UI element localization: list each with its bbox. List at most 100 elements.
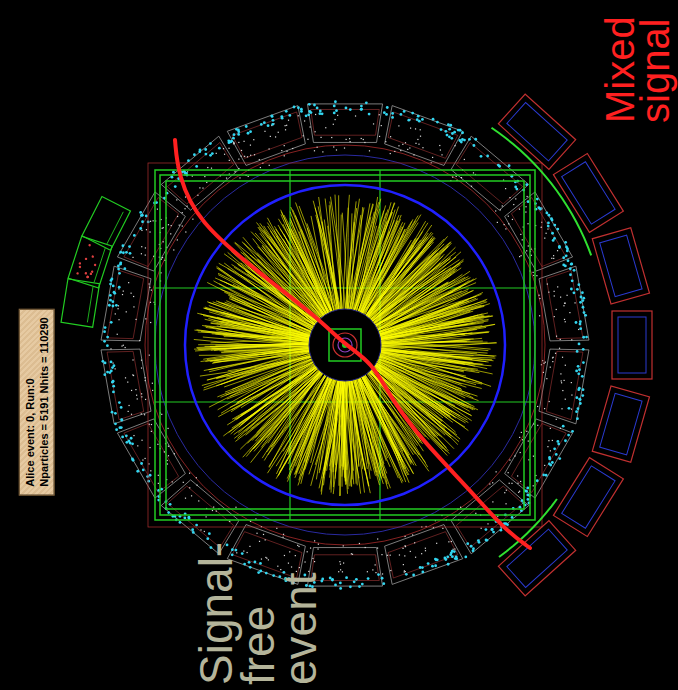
hit <box>288 120 289 121</box>
calo-inner <box>562 466 615 528</box>
signal-path <box>175 140 530 548</box>
hit <box>427 562 430 565</box>
hit <box>303 135 304 136</box>
track <box>372 258 439 324</box>
hit <box>111 366 114 369</box>
hit <box>122 294 123 295</box>
hit <box>577 372 580 375</box>
info-text: Alice event: 0, Run:0 <box>23 317 37 486</box>
hit <box>372 569 373 570</box>
hit <box>308 103 311 106</box>
hit <box>164 451 165 452</box>
hit <box>582 388 585 391</box>
hit <box>466 542 469 545</box>
hit <box>381 554 382 555</box>
hit <box>404 555 405 556</box>
hit <box>417 115 420 118</box>
hit <box>432 118 435 121</box>
track <box>373 365 451 415</box>
hit <box>145 377 146 378</box>
hit <box>141 246 142 247</box>
hit <box>577 365 580 368</box>
hit <box>276 528 277 529</box>
hit <box>204 153 207 156</box>
hit <box>339 561 340 562</box>
hit <box>515 198 516 199</box>
track <box>374 259 463 328</box>
hit <box>298 115 299 116</box>
track <box>271 374 328 447</box>
hit <box>112 391 115 394</box>
hit <box>446 555 449 558</box>
hit <box>440 128 443 131</box>
hit <box>317 548 318 549</box>
phos-outline <box>61 279 99 327</box>
hit <box>331 137 332 138</box>
hit <box>404 571 405 572</box>
hit <box>555 453 558 456</box>
hit <box>247 552 248 553</box>
hit <box>121 244 124 247</box>
hit <box>199 187 200 188</box>
hit <box>216 511 217 512</box>
track <box>240 369 321 449</box>
hit <box>320 137 321 138</box>
phos-outline <box>82 196 130 250</box>
hit <box>199 148 202 151</box>
hit <box>139 211 142 214</box>
sector-inner <box>388 112 458 158</box>
hit <box>360 105 363 108</box>
hit <box>506 490 507 491</box>
hit <box>581 375 584 378</box>
hit <box>118 305 119 306</box>
hit <box>544 238 545 239</box>
hit <box>485 528 488 531</box>
hit <box>120 406 123 409</box>
track <box>370 236 447 322</box>
hit <box>580 296 583 299</box>
hit <box>224 154 225 155</box>
hit <box>196 485 197 486</box>
track <box>224 263 315 329</box>
hit <box>579 323 582 326</box>
hit <box>527 196 528 197</box>
hit <box>505 188 506 189</box>
hit <box>570 288 573 291</box>
hit <box>260 167 261 168</box>
hit <box>185 498 186 499</box>
hit <box>271 123 274 126</box>
hit <box>148 463 149 464</box>
hit <box>518 492 519 493</box>
hit <box>277 566 278 567</box>
calo-inner <box>600 235 642 297</box>
track <box>355 378 380 481</box>
hit <box>123 345 124 346</box>
hit <box>550 428 551 429</box>
hit <box>312 558 313 559</box>
hit <box>131 414 132 415</box>
hit <box>250 155 251 156</box>
hit <box>291 566 292 567</box>
hit <box>508 164 511 167</box>
tof-modules <box>101 104 589 586</box>
hit <box>547 283 548 284</box>
hit <box>377 538 378 539</box>
track <box>291 376 332 467</box>
hit <box>473 172 474 173</box>
hit <box>575 370 578 373</box>
hit <box>117 308 118 309</box>
hit <box>248 561 251 564</box>
hit <box>208 532 211 535</box>
calo-outline <box>612 311 652 379</box>
hit <box>151 424 152 425</box>
hit <box>460 507 461 508</box>
hit <box>495 210 496 211</box>
hit <box>472 547 475 550</box>
hit <box>497 516 498 517</box>
track <box>267 372 324 438</box>
track <box>211 348 311 350</box>
hit <box>307 551 308 552</box>
hit <box>335 109 338 112</box>
hit <box>239 177 240 178</box>
